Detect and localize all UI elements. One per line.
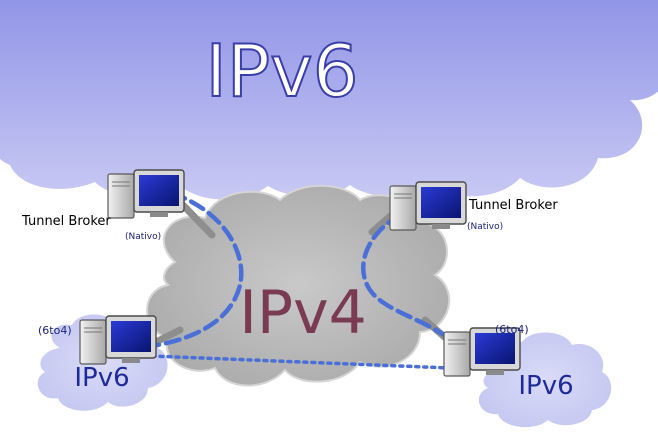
top-left-type-label: (Nativo) — [125, 232, 161, 242]
computer-icon-bottom-right — [443, 327, 521, 377]
bottom-left-type-label: (6to4) — [38, 324, 72, 337]
center-ipv4-label: IPv4 — [239, 278, 367, 348]
bottom-right-ipv6-label: IPv6 — [518, 371, 573, 401]
top-right-role-label: Tunnel Broker — [468, 198, 558, 213]
tunnel-left — [149, 190, 244, 349]
computer-icon-top-left — [107, 169, 185, 219]
bottom-left-ipv6-label: IPv6 — [74, 363, 129, 393]
top-right-type-label: (Nativo) — [467, 222, 503, 232]
top-ipv6-label: IPv6 — [205, 29, 358, 113]
top-left-role-label: Tunnel Broker — [21, 214, 111, 229]
tunnel-right — [361, 212, 461, 348]
dotted-6to4-link — [150, 354, 452, 370]
tunnel-links — [149, 190, 461, 349]
bottom-right-type-label: (6to4) — [495, 323, 529, 336]
top-ipv6-cloud: IPv6 — [0, 0, 658, 200]
computer-icon-top-right — [389, 181, 467, 231]
computer-icon-bottom-left — [79, 315, 157, 365]
